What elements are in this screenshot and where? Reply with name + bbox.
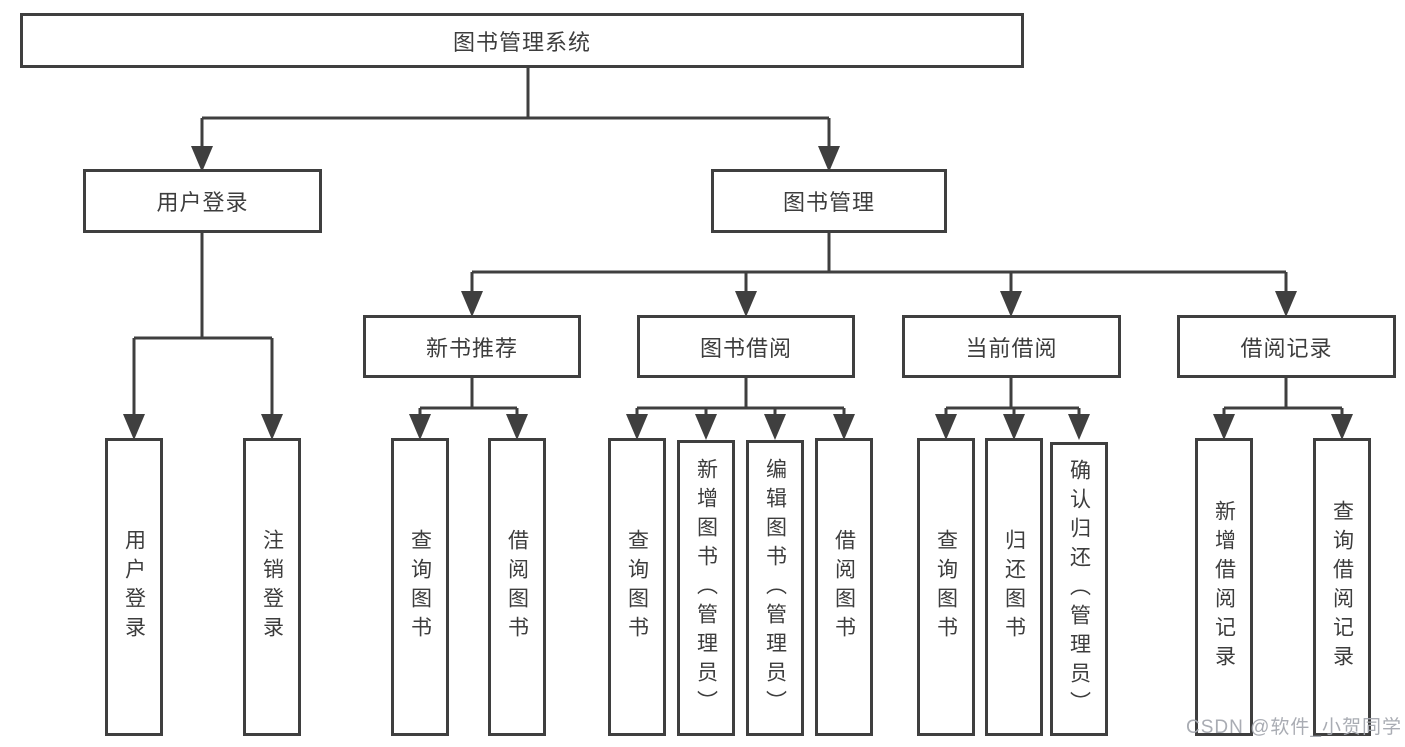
node-leaf-current-confirm-label: 确认归还（管理员）: [1067, 458, 1091, 720]
node-borrow-records: 借阅记录: [1177, 315, 1396, 378]
node-leaf-borrow-edit-label: 编辑图书（管理员）: [763, 457, 787, 719]
node-leaf-current-return-label: 归还图书: [1002, 529, 1026, 645]
node-leaf-user-login: 用户登录: [105, 438, 163, 736]
node-leaf-current-query: 查询图书: [917, 438, 975, 736]
node-new-book-label: 新书推荐: [425, 335, 518, 361]
node-book-mgmt-label: 图书管理: [782, 190, 875, 215]
node-leaf-user-login-label: 用户登录: [122, 529, 146, 645]
node-leaf-records-query: 查询借阅记录: [1313, 438, 1371, 736]
node-user-login-label: 用户登录: [156, 190, 249, 215]
node-leaf-newbook-query-label: 查询图书: [408, 529, 432, 645]
node-leaf-logout: 注销登录: [243, 438, 301, 736]
node-leaf-borrow-borrow: 借阅图书: [815, 438, 873, 736]
node-current-borrow: 当前借阅: [902, 315, 1121, 378]
node-leaf-newbook-borrow: 借阅图书: [488, 438, 546, 736]
node-leaf-records-add-label: 新增借阅记录: [1212, 500, 1236, 674]
node-leaf-borrow-query: 查询图书: [608, 438, 666, 736]
node-borrow-records-label: 借阅记录: [1240, 335, 1333, 361]
node-leaf-logout-label: 注销登录: [260, 529, 284, 645]
node-leaf-borrow-add-label: 新增图书（管理员）: [694, 457, 718, 719]
node-current-borrow-label: 当前借阅: [965, 335, 1058, 361]
node-book-mgmt: 图书管理: [711, 169, 947, 233]
node-root: 图书管理系统: [20, 13, 1024, 68]
node-leaf-current-confirm: 确认归还（管理员）: [1050, 442, 1108, 736]
node-user-login: 用户登录: [83, 169, 322, 233]
node-leaf-borrow-borrow-label: 借阅图书: [832, 529, 856, 645]
node-leaf-borrow-query-label: 查询图书: [625, 529, 649, 645]
node-leaf-newbook-borrow-label: 借阅图书: [505, 529, 529, 645]
node-leaf-current-return: 归还图书: [985, 438, 1043, 736]
node-book-borrow-label: 图书借阅: [699, 335, 792, 361]
node-leaf-records-query-label: 查询借阅记录: [1330, 500, 1354, 674]
node-leaf-borrow-add: 新增图书（管理员）: [677, 440, 735, 736]
node-leaf-borrow-edit: 编辑图书（管理员）: [746, 440, 804, 736]
watermark: CSDN @软件_小贺同学: [1186, 717, 1402, 738]
arrowheads: [123, 146, 1353, 440]
node-leaf-records-add: 新增借阅记录: [1195, 438, 1253, 736]
node-leaf-current-query-label: 查询图书: [934, 529, 958, 645]
node-book-borrow: 图书借阅: [637, 315, 855, 378]
node-leaf-newbook-query: 查询图书: [391, 438, 449, 736]
node-new-book: 新书推荐: [363, 315, 581, 378]
node-root-label: 图书管理系统: [452, 29, 591, 55]
